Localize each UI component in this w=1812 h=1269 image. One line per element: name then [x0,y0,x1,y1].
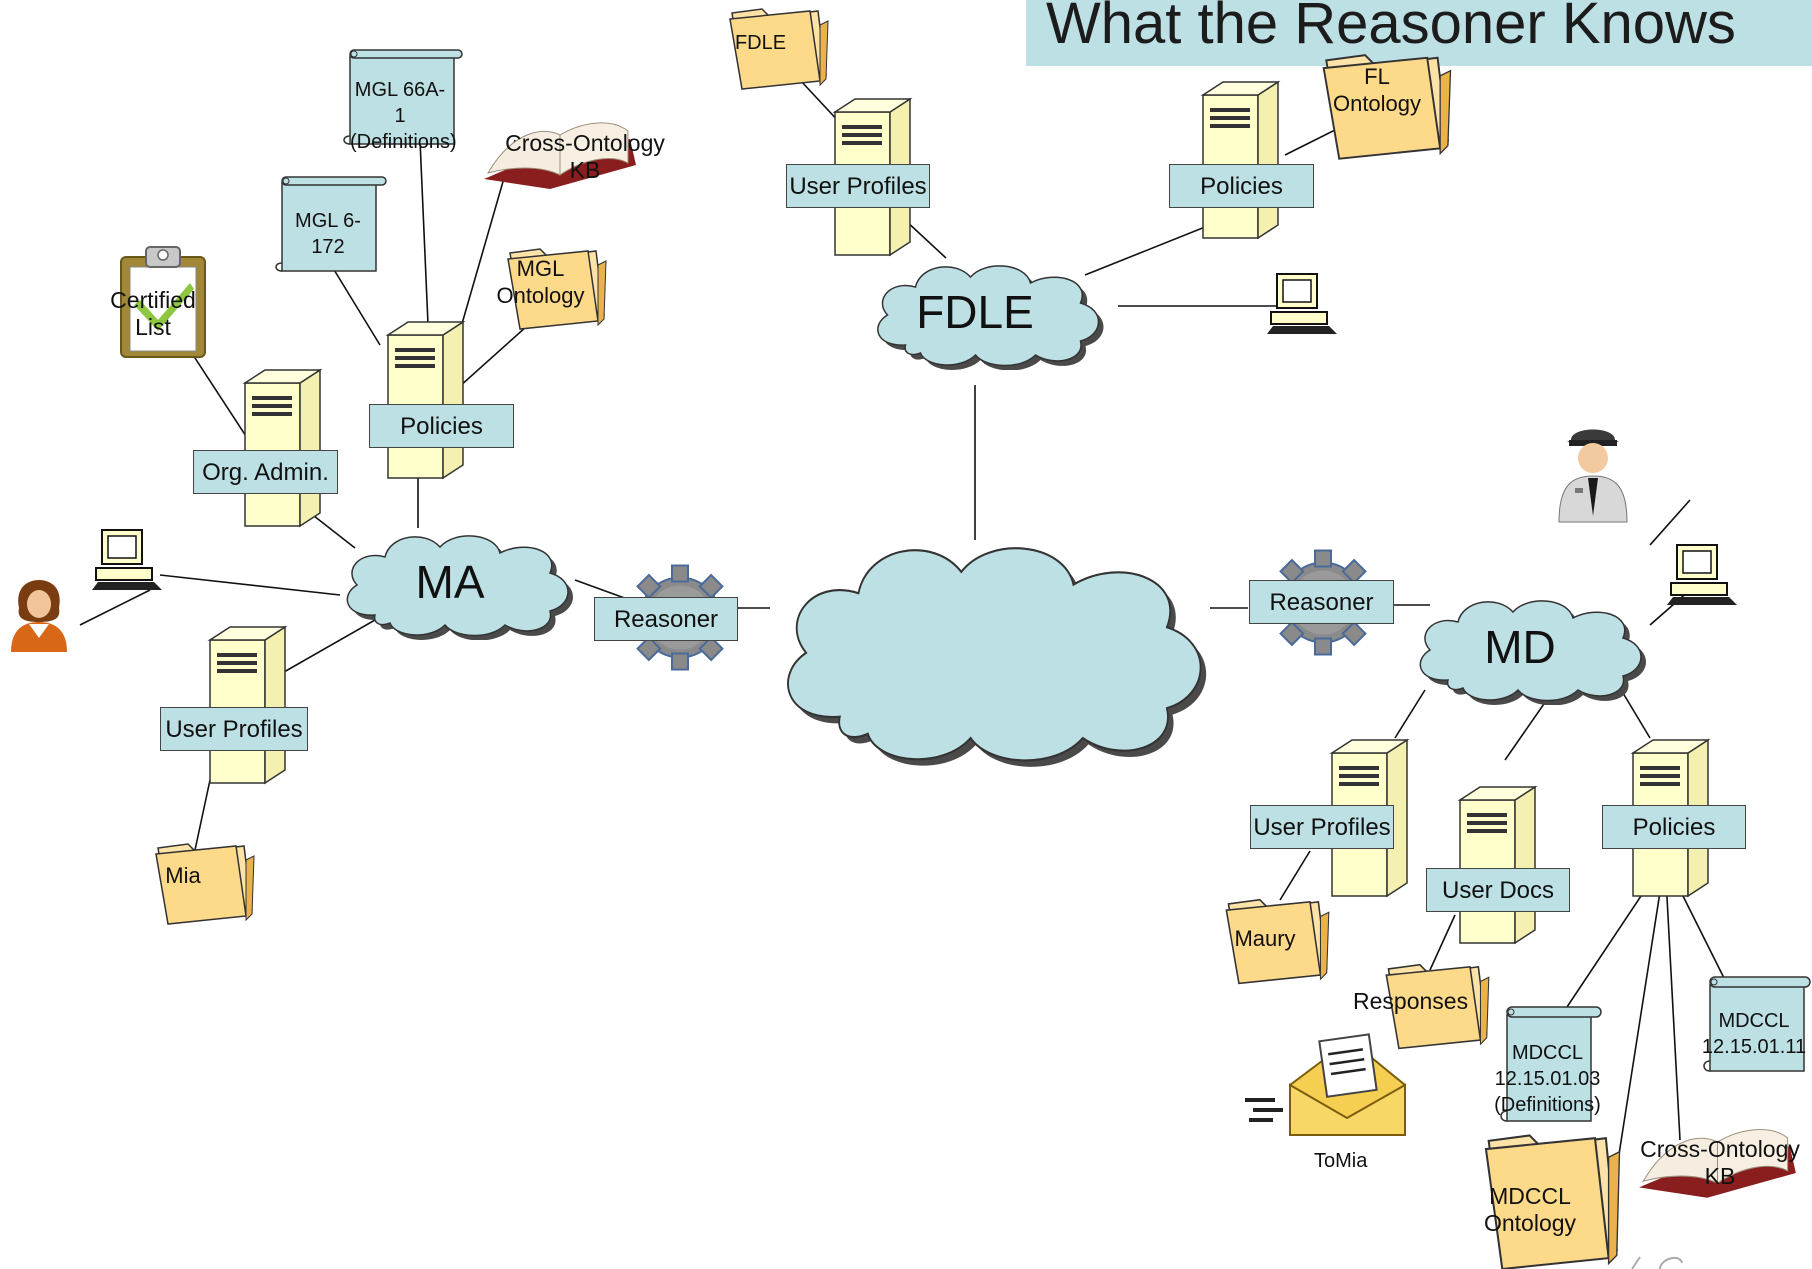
md-reasoner-label: Reasoner [1249,580,1394,624]
ma-cloud-icon [346,535,573,640]
to-mia-label: ToMia [1314,1150,1368,1172]
responses-label: Responses [1353,988,1469,1014]
md-workstation-icon [1667,544,1737,605]
md-cloud-label: MD [1484,621,1556,673]
md-cross-ontology-book-icon [1639,1129,1796,1198]
mgl-ontology-folder-icon [507,248,607,330]
mgl-66a1-document-icon [343,49,463,145]
ma-reasoner-label: Reasoner [594,597,738,641]
mgl-6172-label: MGL 6-172 [295,210,361,258]
md-user-docs-server-icon [1457,785,1538,945]
fdle-folder-label: FDLE [734,32,787,54]
ma-user-profiles-label: User Profiles [160,707,308,751]
mia-folder-icon [155,843,255,925]
mdccl-definitions-document-icon [1500,1006,1602,1122]
mgl-6172-document-icon [275,176,387,272]
mdccl-11-label: MDCCL 12.15.01.11 [1701,1010,1807,1058]
ma-user-profiles-server-icon [207,625,288,785]
fdle-user-profiles-label: User Profiles [786,164,930,208]
mdccl-ontology-label: MDCCL Ontology [1483,1183,1577,1236]
mgl-66a1-label: MGL 66A-1 (Definitions) [350,79,457,153]
responses-folder-icon [1385,963,1490,1050]
fl-ontology-label: FL Ontology [1332,64,1422,116]
certified-list-clipboard-icon [120,246,206,358]
md-user-docs-label: User Docs [1426,868,1570,912]
ma-policies-server-icon [385,320,466,480]
ma-cross-ontology-label: Cross-Ontology KB [505,130,665,183]
ma-policies-label: Policies [369,404,514,448]
user-woman-icon [11,580,67,652]
ma-cross-ontology-book-icon [484,122,636,189]
fdle-cloud-label: FDLE [916,286,1034,338]
internet-cloud-icon [787,547,1207,767]
fl-ontology-folder-icon [1322,54,1452,160]
slide-number-fragment [1631,1256,1683,1269]
certified-list-label: Certified List [110,287,196,340]
mdccl-ontology-folder-icon [1484,1134,1621,1269]
fdle-policies-label: Policies [1169,164,1314,208]
ma-org-admin-label: Org. Admin. [193,450,338,494]
org-admin-server-icon [242,368,323,528]
fdle-cloud-icon [877,265,1104,370]
maury-folder-label: Maury [1234,926,1296,951]
md-policies-label: Policies [1602,805,1746,849]
md-user-profiles-label: User Profiles [1250,805,1394,849]
mdccl-11-document-icon [1703,976,1811,1072]
security-guard-icon [1558,429,1628,523]
ma-workstation-icon [92,529,162,590]
page-title: What the Reasoner Knows [1046,0,1736,56]
fdle-policies-server-icon [1200,80,1281,240]
md-cloud-icon [1419,600,1646,705]
email-envelope-icon [1245,1033,1406,1136]
fdle-workstation-icon [1267,273,1337,334]
mdccl-definitions-label: MDCCL 12.15.01.03 (Definitions) [1494,1042,1601,1116]
mgl-ontology-label: MGL Ontology [496,256,585,308]
title-bar: What the Reasoner Knows [1026,0,1812,66]
fdle-folder-icon [729,8,829,90]
mia-folder-label: Mia [165,863,201,888]
maury-folder-icon [1225,898,1330,985]
ma-cloud-label: MA [415,556,485,608]
md-cross-ontology-label: Cross-Ontology KB [1640,1136,1800,1189]
